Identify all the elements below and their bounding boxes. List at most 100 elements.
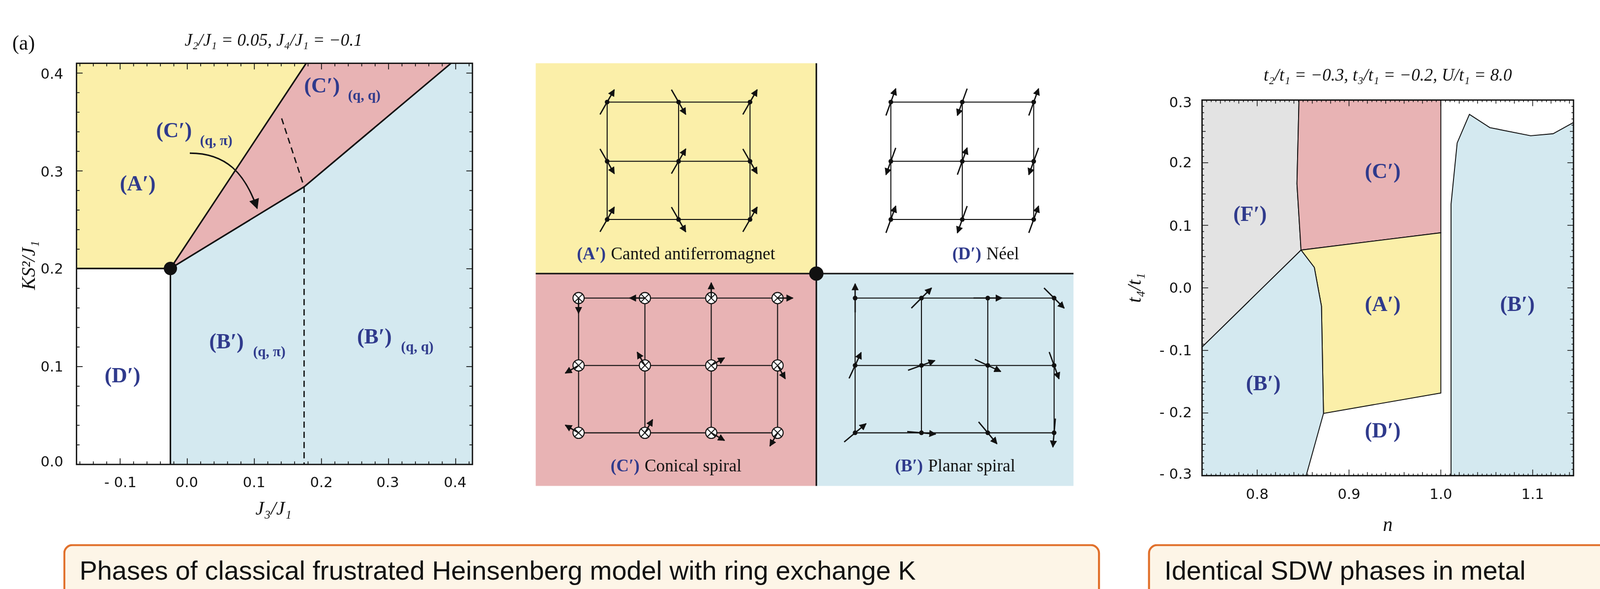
axis-tick: [1431, 99, 1432, 102]
axis-tick: [227, 63, 229, 67]
axis-tick: [1298, 473, 1299, 476]
axis-tick: [1555, 473, 1556, 476]
axis-tick: [1219, 471, 1221, 475]
axis-tick: [1202, 305, 1205, 307]
lattice-bond: [855, 432, 1055, 434]
axis-tick: [92, 461, 94, 465]
dot: [1031, 99, 1037, 105]
axis-tick: [1202, 180, 1205, 182]
axis-tick: [1567, 224, 1574, 226]
phase-label: (B′): [1500, 291, 1535, 317]
axis-tick: [1202, 199, 1205, 201]
spin-arrow: [629, 296, 645, 299]
axis-tick: [348, 461, 350, 465]
axis-tick: [76, 229, 80, 231]
tick-label: - 0.3: [1159, 465, 1192, 482]
axis-tick: [1513, 471, 1515, 475]
axis-tick: [1490, 473, 1492, 476]
axis-tick: [1202, 343, 1205, 345]
axis-tick: [466, 267, 473, 269]
axis-tick: [253, 63, 255, 70]
axis-tick: [334, 63, 336, 67]
axis-tick: [1202, 299, 1205, 301]
tick-label: 0.2: [310, 473, 333, 490]
phase-name: Canted antiferromagnet: [610, 243, 775, 265]
axis-tick: [1435, 473, 1437, 476]
axis-tick: [469, 229, 473, 231]
axis-tick: [469, 326, 473, 328]
axis-tick: [1206, 99, 1207, 102]
axis-tick: [1504, 99, 1506, 102]
axis-tick: [1202, 243, 1205, 244]
axis-tick: [1270, 99, 1272, 102]
axis-tick: [469, 91, 473, 93]
axis-tick: [173, 63, 175, 67]
axis-tick: [1202, 130, 1206, 132]
axis-tick: [186, 457, 188, 464]
axis-tick: [76, 248, 80, 250]
dot: [747, 158, 753, 164]
axis-tick: [1509, 473, 1511, 476]
axis-tick: [76, 385, 80, 387]
axis-tick: [414, 461, 416, 465]
phase-label: (q, q): [401, 338, 434, 356]
axis-tick: [1298, 99, 1299, 102]
axis-tick: [1571, 212, 1574, 213]
spin-arrow: [742, 89, 758, 115]
axis-tick: [469, 189, 473, 191]
axis-tick: [1454, 99, 1455, 102]
axis-tick: [1571, 155, 1574, 157]
axis-tick: [1571, 343, 1574, 345]
axis-tick: [1202, 468, 1205, 470]
axis-tick: [374, 63, 376, 67]
axis-tick: [466, 72, 473, 74]
phase-boundary: [169, 268, 172, 465]
axis-tick: [1362, 99, 1363, 102]
axis-tick: [1463, 473, 1464, 476]
axis-tick: [1564, 99, 1566, 102]
axis-tick: [1202, 368, 1205, 370]
axis-tick: [1518, 99, 1519, 102]
tick-label: 0.4: [40, 65, 63, 82]
axis-tick: [213, 461, 215, 465]
phase-tile: (D′)Néel: [816, 63, 1074, 274]
axis-tick: [1357, 99, 1359, 102]
axis-tick: [1571, 243, 1574, 244]
axis-tick: [1202, 381, 1206, 382]
spin-arrow: [957, 206, 968, 234]
axis-tick: [1571, 424, 1574, 426]
axis-tick: [1468, 473, 1469, 476]
dot: [604, 158, 610, 164]
axis-tick: [1325, 473, 1327, 476]
axis-tick: [1202, 431, 1205, 432]
axis-tick: [1449, 473, 1451, 476]
spin-arrow: [957, 147, 968, 175]
axis-tick: [442, 461, 444, 465]
axis-tick: [1316, 473, 1317, 476]
phase-region: [170, 63, 473, 465]
axis-tick: [361, 461, 363, 465]
axis-tick: [146, 461, 148, 465]
axis-tick: [1458, 99, 1460, 104]
plot-ground: [76, 63, 473, 465]
axis-tick: [1413, 99, 1414, 102]
dot: [809, 266, 824, 281]
axis-tick: [1202, 456, 1205, 457]
cone-symbol: [705, 426, 717, 439]
tick-label: - 0.1: [104, 473, 137, 490]
axis-tick: [1371, 99, 1373, 102]
axis-tick: [1202, 193, 1206, 195]
axis-tick: [1385, 471, 1387, 475]
dot: [676, 158, 682, 164]
axis-tick: [307, 63, 309, 67]
axis-tick: [76, 72, 83, 74]
axis-tick: [1495, 471, 1497, 475]
spin-arrow: [710, 282, 712, 298]
tick-label: 0.4: [443, 473, 467, 490]
axis-tick: [1202, 256, 1206, 257]
axis-tick: [1403, 471, 1405, 475]
axis-tick: [76, 326, 80, 328]
axis-tick: [1571, 449, 1574, 451]
dot: [1051, 430, 1057, 436]
axis-tick: [240, 63, 242, 67]
